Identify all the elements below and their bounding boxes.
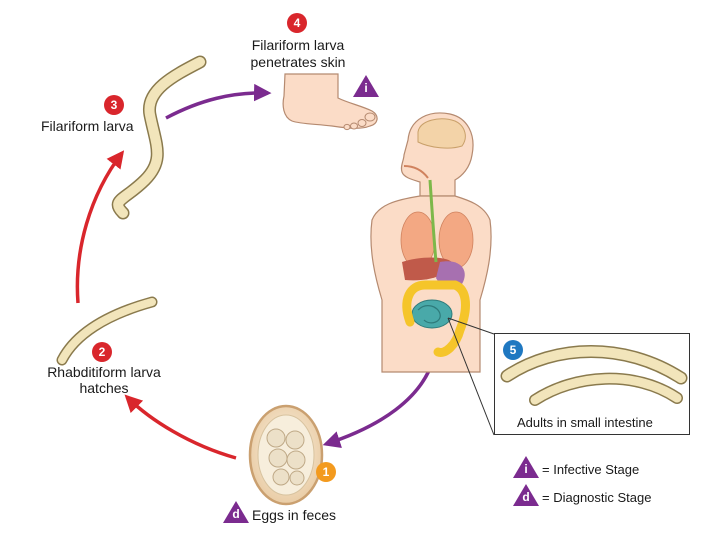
stage-2-badge: 2 xyxy=(92,342,112,362)
legend-infective-icon: i xyxy=(513,456,539,478)
diagnostic-stage-marker: d xyxy=(223,501,249,523)
legend-diagnostic-label: = Diagnostic Stage xyxy=(542,490,652,505)
stage-5-label: Adults in small intestine xyxy=(517,415,653,430)
infective-marker-letter: i xyxy=(364,81,368,95)
stage-4-label-line2: penetrates skin xyxy=(250,54,346,70)
arrow-rhabditiform-to-filariform xyxy=(75,150,125,304)
stage-2-label-line2: hatches xyxy=(79,380,129,396)
arrow-filariform-to-skin xyxy=(165,83,272,120)
legend-diagnostic-letter: d xyxy=(522,490,530,504)
legend-diagnostic-icon: d xyxy=(513,484,539,506)
human-host-illustration xyxy=(370,112,492,373)
callout-line-top xyxy=(447,317,495,335)
stage-5-badge: 5 xyxy=(503,340,523,360)
legend-infective-label: = Infective Stage xyxy=(542,462,640,477)
stage-1-badge: 1 xyxy=(316,462,336,482)
stage-3-badge: 3 xyxy=(104,95,124,115)
infective-stage-marker: i xyxy=(353,75,379,97)
arrow-host-to-eggs xyxy=(322,362,434,449)
callout-line-bottom xyxy=(447,317,495,436)
adults-callout-box: 5 Adults in small intestine xyxy=(494,333,690,435)
stage-4-badge: 4 xyxy=(287,13,307,33)
stage-4-label-line1: Filariform larva xyxy=(251,37,345,53)
stage-2-label-line1: Rhabditiform larva xyxy=(47,364,161,380)
egg-illustration xyxy=(248,404,324,506)
stage-3-label: Filariform larva xyxy=(41,118,134,134)
stage-1-label: Eggs in feces xyxy=(252,507,337,523)
adult-worms-illustration xyxy=(500,345,688,406)
diagnostic-marker-letter: d xyxy=(232,507,240,521)
foot-illustration xyxy=(282,73,378,131)
arrow-eggs-to-rhabditiform xyxy=(124,394,237,460)
legend-infective-letter: i xyxy=(524,462,528,476)
